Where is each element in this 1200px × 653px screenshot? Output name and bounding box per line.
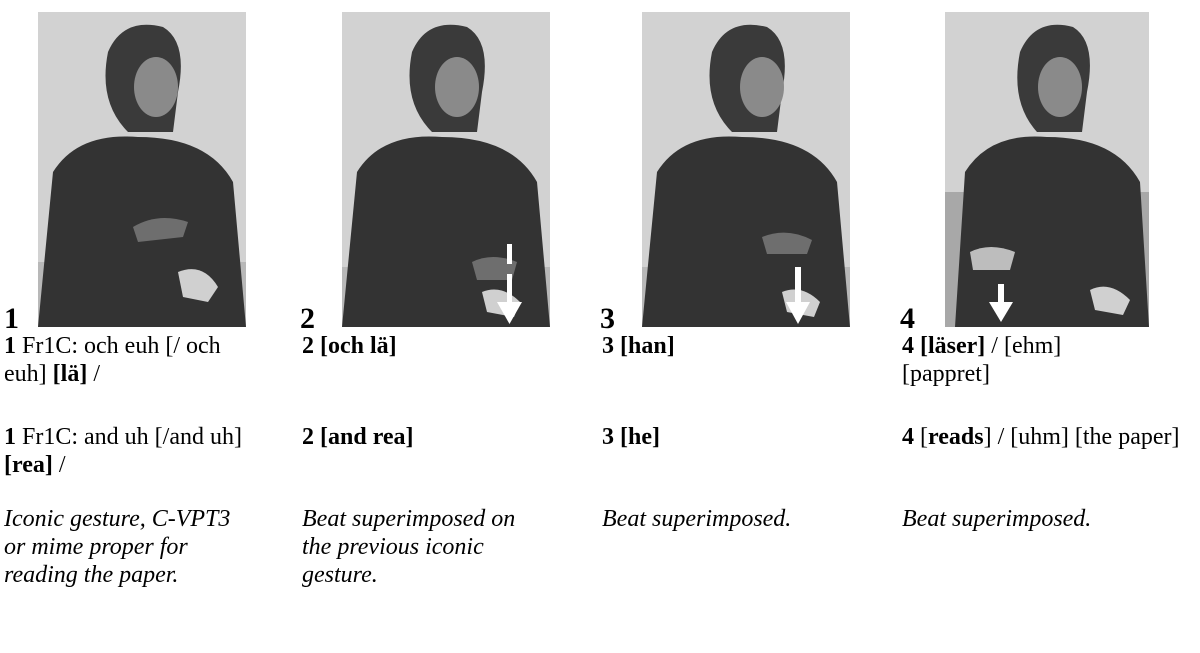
stroke-text: reads <box>928 424 984 450</box>
down-arrow-icon <box>786 267 810 324</box>
gesture-photo <box>38 12 246 327</box>
pause-mark: / <box>93 361 100 387</box>
swedish-transcript: 4 [läser] / [ehm] [pappret] <box>902 333 1062 387</box>
panel-number: 2 <box>300 302 315 335</box>
line-number: 4 <box>902 424 914 450</box>
speaker-label: Fr1C: <box>22 424 79 450</box>
line-number: 1 <box>4 424 16 450</box>
panel-number: 4 <box>900 302 915 335</box>
pause-mark: / <box>58 452 66 478</box>
gesture-photo <box>342 12 550 327</box>
stroke-text: [rea] <box>4 452 53 478</box>
person-figure <box>642 12 850 327</box>
speaker-label: Fr1C: <box>22 333 79 359</box>
line-number: 4 <box>902 333 914 359</box>
down-arrow-icon <box>989 284 1013 322</box>
panel-1: 1 1 Fr1C: och euh [/ och euh] [lä] / 1 F… <box>0 0 300 653</box>
transcript-text: and uh [/and uh] <box>84 424 242 450</box>
english-transcript: 2 [and rea] <box>302 424 414 450</box>
gesture-photo <box>945 12 1149 327</box>
down-arrow-icon <box>497 244 522 324</box>
viewpoint-code: C-VPT3 <box>151 506 231 532</box>
panel-number: 3 <box>600 302 615 335</box>
gesture-comment: Beat superimposed on the previous iconic… <box>302 506 516 588</box>
panel-4: 4 4 [läser] / [ehm] [pappret] 4 [reads] … <box>900 0 1200 653</box>
person-figure <box>342 12 550 327</box>
gesture-comment: Beat superimposed. <box>902 506 1092 532</box>
english-transcript: 1 Fr1C: and uh [/and uh] [rea] / <box>4 423 244 479</box>
stroke-text: [lä] <box>52 361 88 387</box>
english-transcript: 3 [he] <box>602 424 660 450</box>
english-transcript: 4 [reads] / [uhm] [the paper] <box>902 424 1180 450</box>
swedish-transcript: 3 [han] <box>602 333 675 359</box>
person-figure <box>38 12 246 327</box>
panel-2: 2 2 [och lä] 2 [and rea] Beat superimpos… <box>300 0 600 653</box>
panel-3: 3 3 [han] 3 [he] Beat superimposed. <box>600 0 900 653</box>
gesture-photo <box>642 12 850 327</box>
panel-number: 1 <box>4 302 19 335</box>
stroke-text: [läser] <box>920 333 986 359</box>
gesture-comment: Iconic gesture, C-VPT3 or mime proper fo… <box>4 506 231 588</box>
swedish-transcript: 2 [och lä] <box>302 333 397 359</box>
person-figure <box>945 12 1149 327</box>
transcript-text: och euh [/ och euh] <box>4 333 221 387</box>
swedish-transcript: 1 Fr1C: och euh [/ och euh] [lä] / <box>4 332 244 388</box>
line-number: 1 <box>4 333 16 359</box>
gesture-comment: Beat superimposed. <box>602 506 792 532</box>
